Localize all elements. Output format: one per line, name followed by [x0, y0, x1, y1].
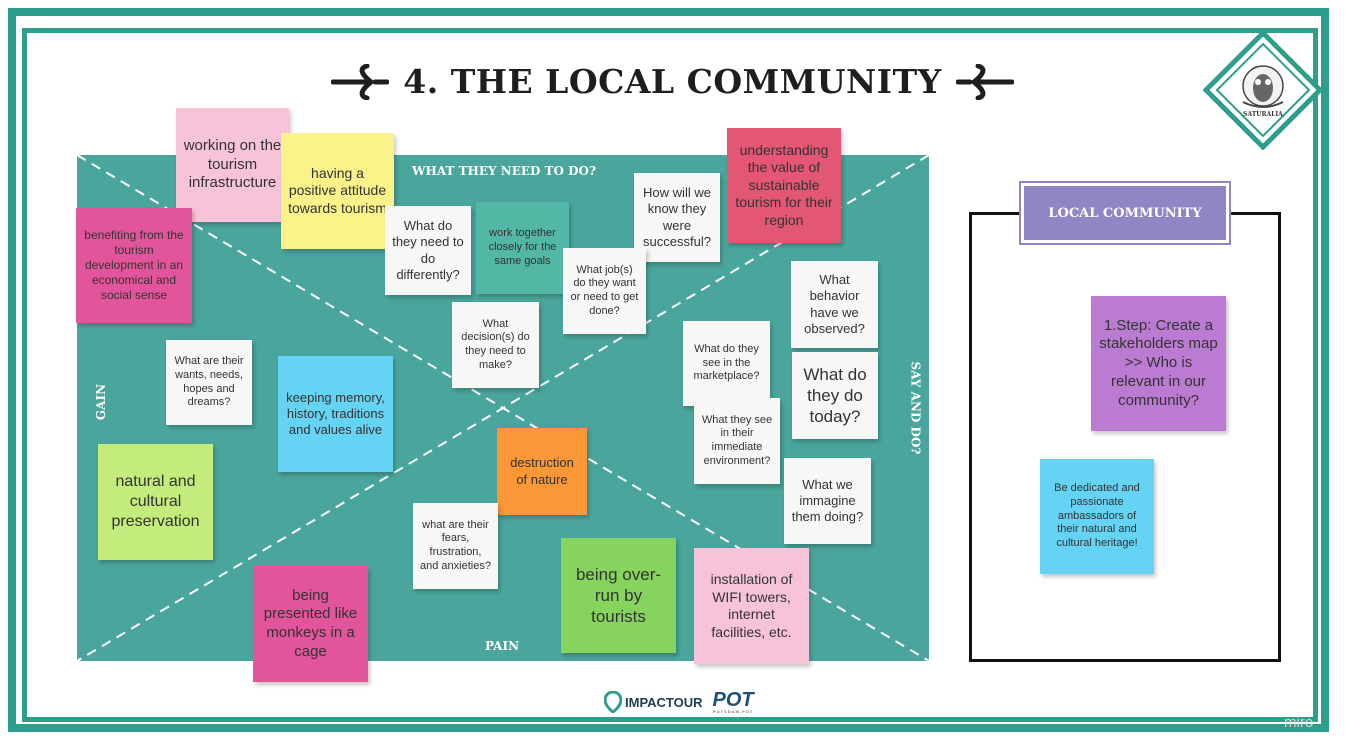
local-community-frame — [969, 212, 1281, 662]
sticky-note[interactable]: What do they need to do differently? — [385, 206, 471, 295]
saturalia-badge: SATURALIA — [1203, 30, 1323, 150]
sticky-note[interactable]: What do they see in the marketplace? — [683, 321, 770, 406]
sticky-note[interactable]: work together closely for the same goals — [476, 202, 569, 294]
sticky-note[interactable]: What we immagine them doing? — [784, 458, 871, 544]
step-note[interactable]: 1.Step: Create a stakeholders map >> Who… — [1091, 296, 1226, 431]
page-title-row: 4. THE LOCAL COMMUNITY — [0, 62, 1345, 108]
sticky-note[interactable]: What decision(s) do they need to make? — [452, 302, 539, 388]
left-ornament-icon — [331, 63, 390, 100]
sticky-note[interactable]: natural and cultural preservation — [98, 444, 213, 560]
impactour-logo: IMPACTOUR — [604, 691, 703, 713]
label-what-they-need: WHAT THEY NEED TO DO? — [412, 164, 597, 178]
sticky-note[interactable]: How will we know they were successful? — [634, 173, 720, 262]
label-pain: PAIN — [485, 639, 520, 653]
sticky-note[interactable]: What behavior have we observed? — [791, 261, 878, 348]
footer-logos: IMPACTOUR POT POTSDAM-POT — [604, 690, 754, 714]
sticky-note[interactable]: being over-run by tourists — [561, 538, 676, 653]
dedicated-note[interactable]: Be dedicated and passionate ambassadors … — [1040, 459, 1154, 574]
label-say-and-do: SAY AND DO? — [908, 361, 923, 455]
page-title: 4. THE LOCAL COMMUNITY — [403, 62, 942, 101]
badge-text: SATURALIA — [1243, 111, 1283, 118]
local-community-header: LOCAL COMMUNITY — [1019, 181, 1231, 245]
inner-frame — [22, 28, 1318, 722]
sticky-note[interactable]: What job(s) do they want or need to get … — [563, 248, 646, 334]
sticky-note[interactable]: benefiting from the tourism development … — [76, 208, 192, 323]
sticky-note[interactable]: What are their wants, needs, hopes and d… — [166, 340, 252, 425]
pot-subtext: POTSDAM-POT — [712, 709, 754, 714]
sticky-note[interactable]: What do they do today? — [792, 352, 878, 439]
right-ornament-icon — [955, 63, 1014, 100]
sticky-note[interactable]: being presented like monkeys in a cage — [253, 566, 368, 682]
sticky-note[interactable]: having a positive attitude towards touri… — [281, 133, 394, 249]
outer-frame — [8, 8, 1329, 732]
sticky-note[interactable]: what are their fears, frustration, and a… — [413, 503, 498, 589]
sticky-note[interactable]: keeping memory, history, traditions and … — [278, 356, 393, 472]
pot-text: POT — [712, 689, 754, 711]
sticky-note[interactable]: working on the tourism infrastructure — [176, 108, 289, 222]
sticky-note[interactable]: destruction of nature — [497, 428, 587, 515]
label-gain: GAIN — [94, 383, 109, 421]
sticky-note[interactable]: understanding the value of sustainable t… — [727, 128, 841, 243]
sticky-note[interactable]: installation of WIFI towers, internet fa… — [694, 548, 809, 664]
impactour-text: IMPACTOUR — [625, 694, 703, 710]
sticky-note[interactable]: What they see in their immediate environ… — [694, 398, 780, 484]
miro-watermark: miro — [1284, 714, 1314, 731]
location-pin-icon — [604, 691, 622, 713]
pot-logo: POT POTSDAM-POT — [713, 690, 754, 714]
